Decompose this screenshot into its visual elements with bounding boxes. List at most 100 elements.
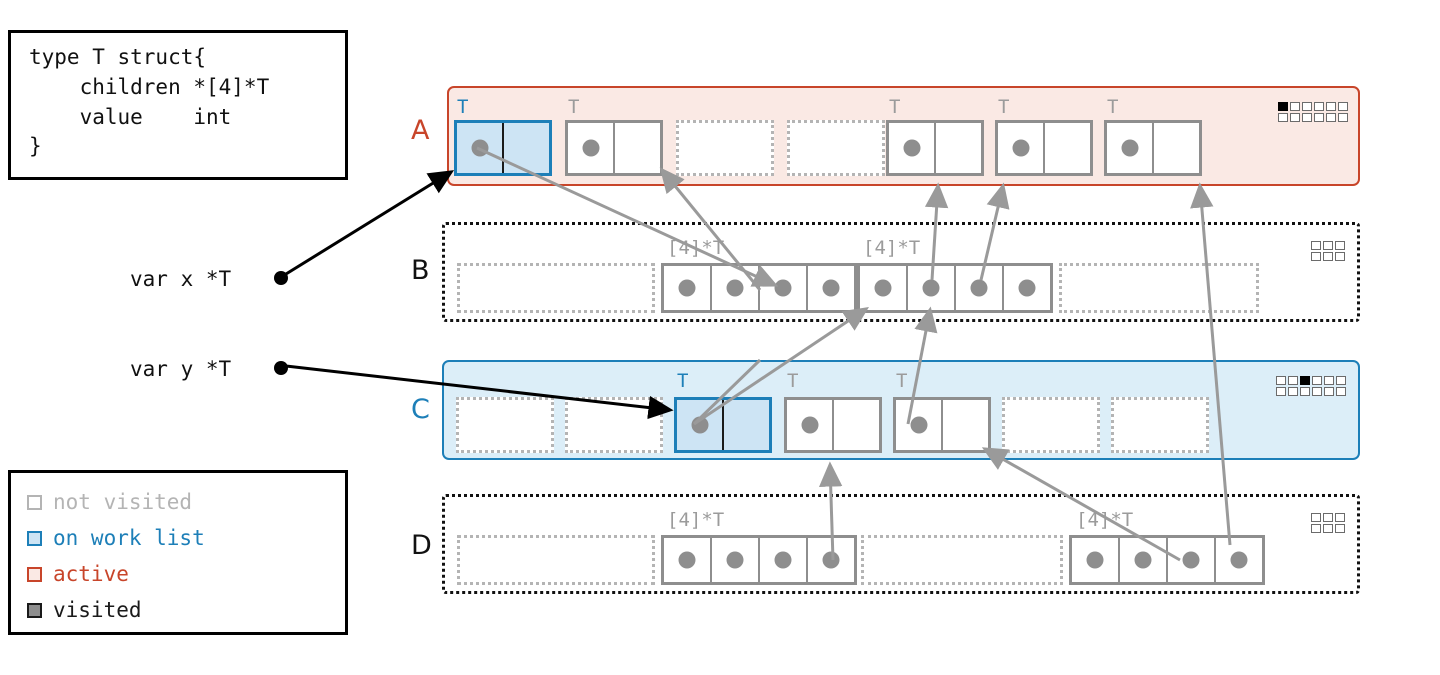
pointer-dot-icon (1018, 279, 1036, 297)
memory-row-c: T T T (442, 360, 1360, 460)
bitmap-cell (1302, 102, 1312, 111)
bitmap-cell (1324, 387, 1334, 396)
pointer-dot-icon (471, 139, 488, 157)
array-slot (664, 538, 712, 582)
array-slot (808, 266, 854, 310)
pointer-dot-icon (726, 551, 744, 569)
type-label-a6: T (1107, 96, 1119, 118)
legend-item-active: active (27, 556, 345, 592)
pointer-dot-icon (678, 279, 696, 297)
struct-node-a5-value-field (1045, 123, 1090, 173)
legend-label-on-work-list: on work list (53, 525, 205, 550)
bitmap-cell (1326, 113, 1336, 122)
struct-node-c2[interactable] (674, 397, 772, 453)
struct-node-a0-value-field (504, 123, 549, 173)
bitmap-cell (1335, 513, 1345, 522)
row-letter-c: C (411, 394, 430, 425)
legend-item-on-work-list: on work list (27, 520, 345, 556)
empty-slot-c6 (1111, 397, 1209, 453)
legend-item-not-visited: not visited (27, 484, 345, 520)
array-slot (808, 538, 854, 582)
code-snippet-box: type T struct{ children *[4]*T value int… (8, 30, 348, 180)
pointer-dot-icon (1121, 139, 1138, 157)
bitmap-cell (1336, 387, 1346, 396)
bitmap-cell (1276, 376, 1286, 385)
array-slot (1072, 538, 1120, 582)
bitmap-cell (1324, 376, 1334, 385)
legend-swatch-not-visited (27, 494, 42, 510)
empty-slot-c1 (565, 397, 663, 453)
bitmap-cell (1338, 113, 1348, 122)
struct-node-c4-pointer-field (896, 400, 943, 450)
struct-node-a5[interactable] (995, 120, 1093, 176)
array-slot (1004, 266, 1050, 310)
row-letter-a: A (411, 115, 430, 146)
type-label-d-array0: [4]*T (667, 509, 725, 531)
struct-node-a1-value-field (615, 123, 660, 173)
array-slot (1216, 538, 1262, 582)
struct-node-a1[interactable] (565, 120, 663, 176)
legend-swatch-on-work-list (27, 530, 42, 546)
legend-swatch-visited (27, 602, 42, 618)
struct-node-a6-value-field (1154, 123, 1199, 173)
array-slot (760, 538, 808, 582)
bitmap-cell (1335, 252, 1345, 261)
array-slot (760, 266, 808, 310)
struct-node-c3-value-field (834, 400, 879, 450)
struct-node-a5-pointer-field (998, 123, 1045, 173)
pointer-dot-icon (922, 279, 940, 297)
row-letter-d: D (411, 530, 432, 561)
array-node-b1[interactable] (857, 263, 1053, 313)
type-label-b-array0: [4]*T (667, 237, 725, 259)
empty-slot-b3 (1059, 263, 1259, 313)
bitmap-cell (1335, 524, 1345, 533)
struct-node-a0[interactable] (454, 120, 552, 176)
array-slot (664, 266, 712, 310)
bitmap-cell (1314, 113, 1324, 122)
pointer-dot-icon (774, 551, 792, 569)
bitmap-cell (1312, 387, 1322, 396)
row-letter-b: B (411, 255, 430, 286)
gc-bitmap-icon-d (1311, 513, 1345, 533)
struct-node-a6[interactable] (1104, 120, 1202, 176)
array-node-b0[interactable] (661, 263, 857, 313)
legend-label-not-visited: not visited (53, 489, 193, 514)
code-snippet-text: type T struct{ children *[4]*T value int… (29, 45, 270, 159)
bitmap-row (1276, 387, 1346, 396)
array-slot (712, 538, 760, 582)
array-slot (860, 266, 908, 310)
pointer-dot-icon (910, 416, 927, 434)
struct-node-c4[interactable] (893, 397, 991, 453)
struct-node-c3[interactable] (784, 397, 882, 453)
pointer-dot-icon (1182, 551, 1200, 569)
pointer-dot-icon (774, 279, 792, 297)
empty-slot-a2 (676, 120, 774, 176)
empty-slot-a3 (787, 120, 885, 176)
memory-row-a: T T T T T (447, 86, 1360, 186)
array-node-d1[interactable] (1069, 535, 1265, 585)
bitmap-cell (1326, 102, 1336, 111)
array-slot (1168, 538, 1216, 582)
array-slot (956, 266, 1004, 310)
struct-node-a4[interactable] (886, 120, 984, 176)
struct-node-c3-pointer-field (787, 400, 834, 450)
bitmap-cell (1288, 376, 1298, 385)
bitmap-row (1276, 376, 1346, 385)
array-node-d0[interactable] (661, 535, 857, 585)
array-slot (1120, 538, 1168, 582)
pointer-dot-icon (1134, 551, 1152, 569)
pointer-dot-icon (874, 279, 892, 297)
type-label-a4: T (889, 96, 901, 118)
var-y-label: var y *T (130, 357, 232, 381)
bitmap-cell (1338, 102, 1348, 111)
legend-box: not visited on work list active visited (8, 470, 348, 635)
bitmap-cell (1288, 387, 1298, 396)
struct-node-a0-pointer-field (457, 123, 504, 173)
bitmap-cell (1311, 241, 1321, 250)
bitmap-cell (1311, 252, 1321, 261)
pointer-dot-icon (1012, 139, 1029, 157)
bitmap-row (1278, 102, 1348, 111)
bitmap-cell (1300, 376, 1310, 385)
bitmap-cell (1302, 113, 1312, 122)
bitmap-cell (1323, 524, 1333, 533)
